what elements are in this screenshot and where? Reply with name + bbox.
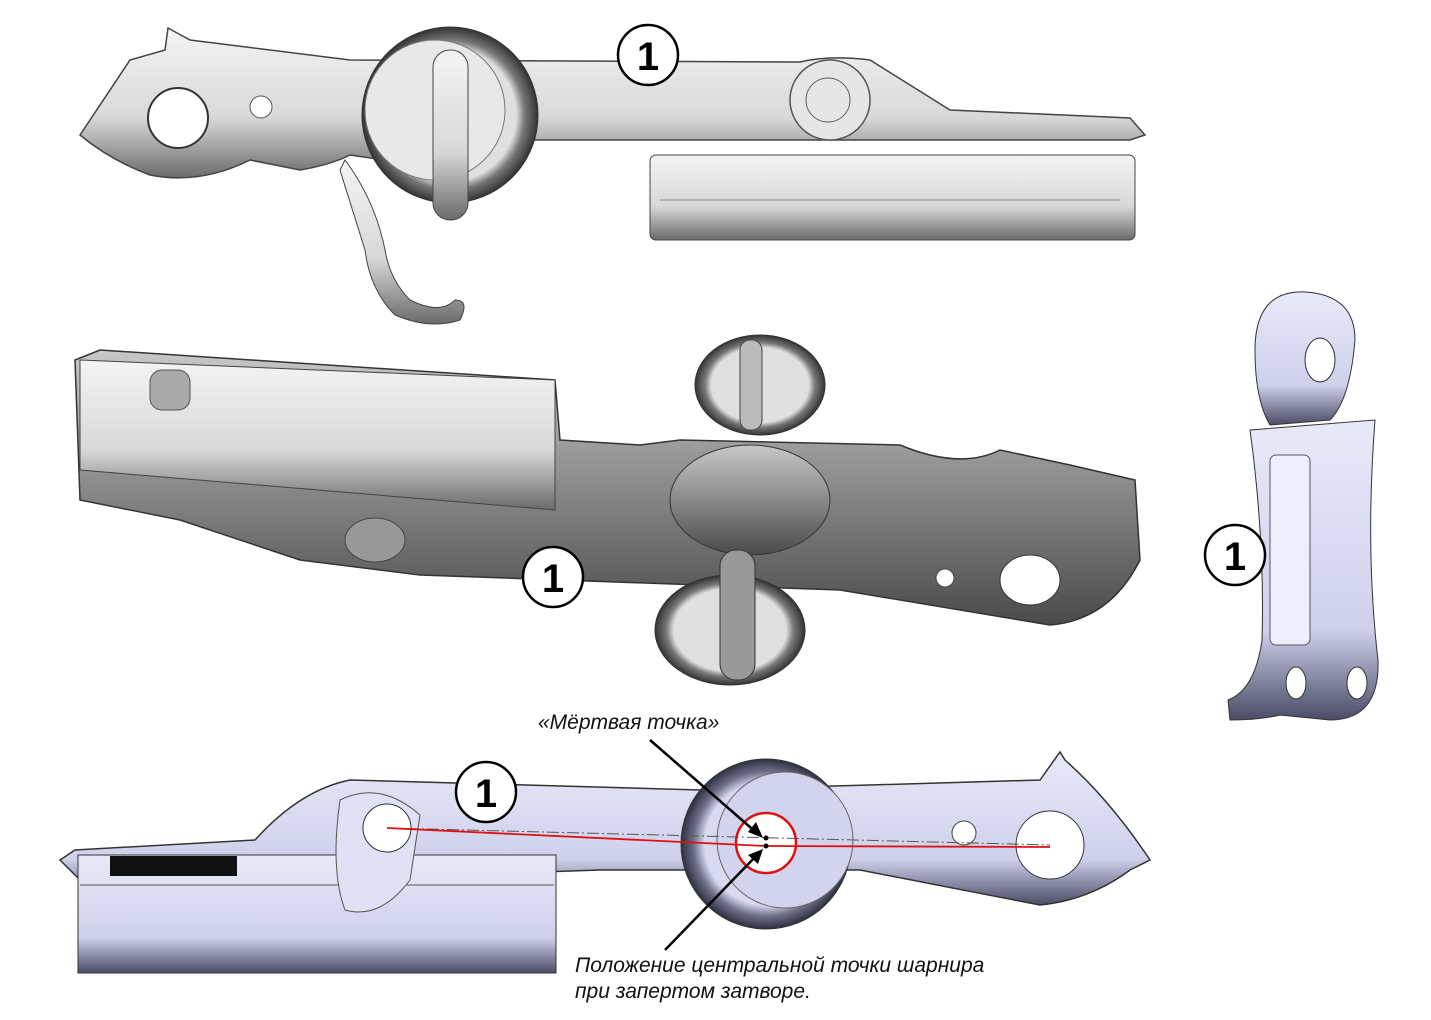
arrow-dead-point <box>649 739 759 835</box>
red-line-right <box>765 845 1051 848</box>
breech-block <box>649 154 1136 241</box>
callout-1-bottom: 1 <box>454 760 518 824</box>
callout-label: 1 <box>542 557 564 601</box>
pin-boss <box>344 517 406 563</box>
red-line-left <box>386 827 767 847</box>
callout-1-top: 1 <box>616 23 680 87</box>
arrowhead <box>748 822 763 838</box>
arrowhead <box>748 849 763 864</box>
hinge-cylinder <box>669 444 831 556</box>
arrow-hinge-position <box>664 853 759 951</box>
knob-handle <box>432 49 469 221</box>
bolt-body <box>79 359 556 511</box>
callout-label: 1 <box>1224 535 1246 579</box>
toggle-link-body <box>79 26 1147 179</box>
knob-handle-upper <box>739 339 763 431</box>
link-hole <box>999 554 1061 606</box>
bolt-slot <box>149 369 191 411</box>
small-hole <box>249 95 273 119</box>
hinge-pin <box>805 77 851 123</box>
top-side-view <box>79 26 1147 325</box>
small-hole <box>935 568 955 588</box>
callout-1-right: 1 <box>1203 523 1267 587</box>
hinge-position-label-line2: при запертом затворе. <box>575 980 811 1003</box>
centerline <box>386 827 1051 846</box>
dead-point-dot <box>763 835 769 841</box>
callout-label: 1 <box>475 772 497 816</box>
dead-point-label: «Мёртвая точка» <box>538 711 720 734</box>
knob-handle-lower <box>719 549 756 681</box>
lower-hole <box>1285 666 1307 700</box>
callout-1-middle: 1 <box>521 545 585 609</box>
link-slot <box>1269 454 1311 646</box>
isometric-view <box>74 334 1141 686</box>
hinge-center-dot <box>763 843 769 849</box>
redaction-bar <box>110 856 237 876</box>
pivot-hole <box>147 87 209 149</box>
hinge-boss <box>789 59 871 141</box>
lower-hole <box>1346 666 1368 700</box>
eye-hole <box>1304 337 1336 383</box>
hinge-position-label-line1: Положение центральной точки шарнира <box>575 954 985 977</box>
small-hole <box>951 820 977 846</box>
bottom-side-view <box>58 739 1152 974</box>
callout-label: 1 <box>637 35 659 79</box>
end-view <box>1227 291 1379 721</box>
trigger-lever <box>339 159 465 325</box>
